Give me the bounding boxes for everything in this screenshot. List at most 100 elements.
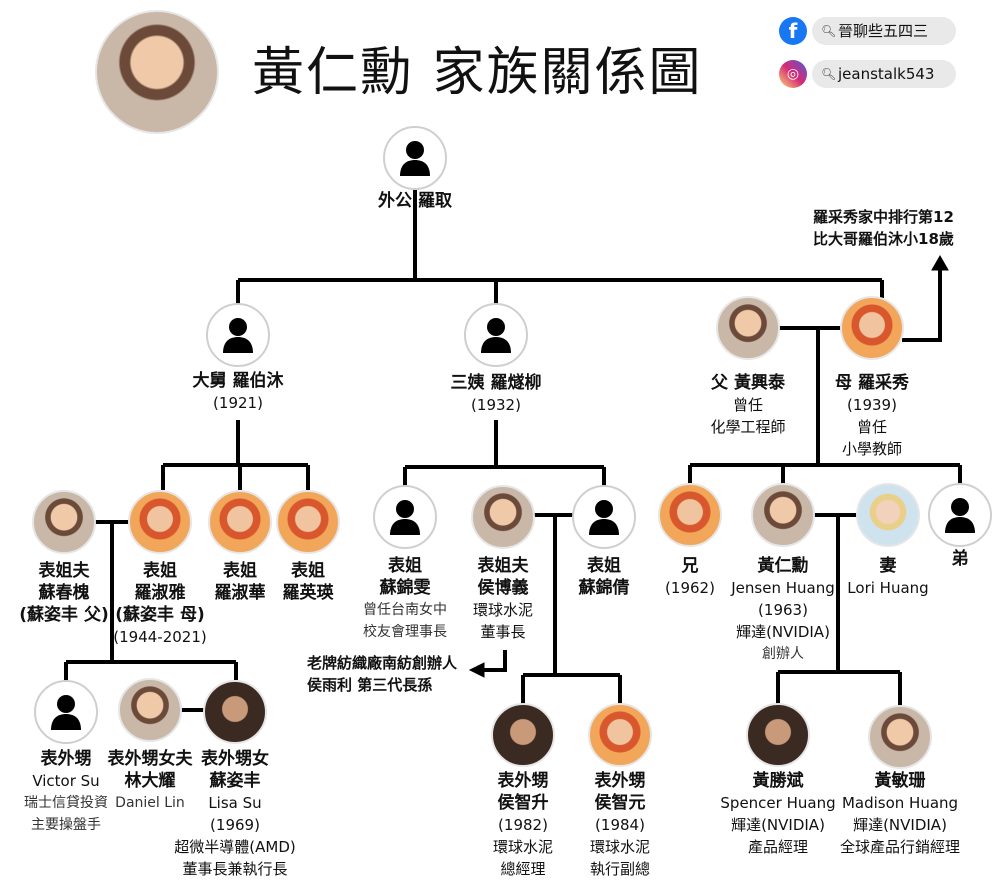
hou-boyi-photo <box>471 485 535 549</box>
arrow-note: 老牌紡織廠南紡創辦人侯雨利 第三代長孫 <box>306 654 458 694</box>
person-rel: 表姐 <box>291 561 325 581</box>
person-rel: 兄 <box>681 556 699 576</box>
person-l1: 曾任 <box>732 396 764 414</box>
person-name: 蘇錦倩 <box>578 578 630 598</box>
person-icon <box>400 141 430 176</box>
hou-zhisheng-photo <box>491 703 555 767</box>
person-l2: 校友會理事長 <box>363 624 447 640</box>
person-name: 蘇姿丰 <box>209 771 261 791</box>
lisa-photo <box>203 680 267 744</box>
luo-shuya-photo <box>128 490 192 554</box>
person-l1: 曾任 <box>856 418 888 436</box>
daniel-photo <box>118 678 182 742</box>
person-icon <box>223 318 253 353</box>
person-l2: 小學教師 <box>841 440 903 458</box>
person-rel: 表姐 <box>388 556 422 576</box>
person-l2: 產品經理 <box>747 838 809 856</box>
su-chunhuai-photo <box>32 490 96 554</box>
su-jinwen-label: 表姐蘇錦雯曾任台南女中校友會理事長 <box>363 555 447 643</box>
hou-boyi-label: 表姐夫侯博義環球水泥董事長 <box>473 555 533 643</box>
facebook-handle[interactable]: 🔍︎晉聊些五四三 <box>812 17 956 45</box>
su-jinqian-avatar <box>572 485 636 549</box>
instagram-icon: ◎ <box>779 60 807 88</box>
person-l1: 環球水泥 <box>472 601 534 619</box>
person-en: Victor Su <box>32 772 100 790</box>
person-l2: 創辦人 <box>761 646 804 662</box>
person-rel: 表姐夫 <box>38 561 90 581</box>
person-l1: 瑞士信貸投資 <box>24 795 108 811</box>
lori-photo <box>856 483 920 547</box>
person-year: (1969) <box>210 816 260 834</box>
search-icon: 🔍︎ <box>821 67 837 81</box>
person-l1: 環球水泥 <box>589 838 651 856</box>
instagram-handle[interactable]: 🔍︎jeanstalk543 <box>812 60 956 88</box>
uncle-label: 大舅 羅伯沐(1921) <box>193 370 284 414</box>
person-year: (1944-2021) <box>113 628 207 646</box>
su-jinwen-avatar <box>373 485 437 549</box>
su-jinqian-label: 表姐蘇錦倩 <box>579 555 630 599</box>
person-l1: 曾任台南女中 <box>363 602 447 618</box>
person-name: 外公 羅取 <box>378 191 452 211</box>
person-name: 羅淑雅 <box>134 583 186 603</box>
luo-yingying-label: 表姐羅英瑛 <box>283 560 334 604</box>
madison-photo <box>868 705 932 769</box>
person-l2: 董事長兼執行長 <box>182 860 288 878</box>
person-name: 蘇春槐 <box>38 583 90 603</box>
su-chunhuai-label: 表姐夫蘇春槐(蘇姿丰 父) <box>19 560 108 626</box>
person-year: (1982) <box>498 816 548 834</box>
person-en: Lisa Su <box>208 794 262 812</box>
person-year: (1962) <box>665 579 715 597</box>
lori-label: 妻 Lori Huang <box>847 555 928 599</box>
person-name: 蘇錦雯 <box>379 578 431 598</box>
person-rel: 表姐 <box>587 556 621 576</box>
person-rel: 妻 <box>879 556 897 576</box>
person-name: 羅英瑛 <box>282 583 334 603</box>
jensen-photo <box>751 483 815 547</box>
hou-zhisheng-label: 表外甥侯智升(1982)環球水泥總經理 <box>493 770 553 880</box>
aunt-label: 三姨 羅燧柳 (1932) <box>451 372 542 416</box>
page-title: 黃仁勳 家族關係圖 <box>252 43 703 103</box>
person-en: Lori Huang <box>847 579 929 597</box>
facebook-icon: f <box>779 17 807 45</box>
person-note: (蘇姿丰 母) <box>115 605 205 625</box>
person-l2: 主要操盤手 <box>31 817 101 833</box>
person-name: 三姨 羅燧柳 <box>450 373 542 393</box>
person-name: 父 黃興泰 <box>711 373 785 393</box>
person-name: 黃敏珊 <box>874 771 926 791</box>
person-l1: 輝達(NVIDIA) <box>731 816 825 834</box>
person-name: 林大耀 <box>124 771 176 791</box>
person-rel: 表外甥 <box>594 771 646 791</box>
luo-shuya-label: 表姐羅淑雅(蘇姿丰 母) (1944-2021) <box>113 560 206 648</box>
person-name: 黃仁勳 <box>757 556 809 576</box>
person-rel: 表姐夫 <box>477 556 529 576</box>
hou-zhiyuan-photo <box>588 703 652 767</box>
person-rel: 表姐 <box>143 561 177 581</box>
person-year: (1984) <box>595 816 645 834</box>
hou-zhiyuan-label: 表外甥侯智元(1984)環球水泥執行副總 <box>590 770 650 880</box>
person-en: Jensen Huang <box>731 579 835 597</box>
spencer-photo <box>746 703 810 767</box>
person-l2: 總經理 <box>500 860 546 878</box>
person-l2: 全球產品行銷經理 <box>839 838 961 856</box>
person-rel: 表外甥 <box>40 749 92 769</box>
person-name: 母 羅采秀 <box>835 373 909 393</box>
person-rel: 表外甥女 <box>201 749 269 769</box>
person-icon <box>390 500 420 535</box>
father-label: 父 黃興泰曾任化學工程師 <box>710 372 785 438</box>
person-l2: 化學工程師 <box>710 418 786 436</box>
grandfather-label: 外公 羅取 <box>378 190 452 212</box>
person-l1: 輝達(NVIDIA) <box>853 816 947 834</box>
person-year: (1939) <box>847 396 897 414</box>
person-year: (1932) <box>471 396 521 414</box>
person-name: 侯智升 <box>497 793 549 813</box>
person-l2: 執行副總 <box>589 860 651 878</box>
victor-label: 表外甥 Victor Su 瑞士信貸投資主要操盤手 <box>24 748 108 836</box>
jensen-header-photo <box>95 10 219 134</box>
person-year: (1963) <box>758 601 808 619</box>
brother-younger-label: 弟 <box>952 548 969 570</box>
grandfather-avatar <box>383 126 447 190</box>
